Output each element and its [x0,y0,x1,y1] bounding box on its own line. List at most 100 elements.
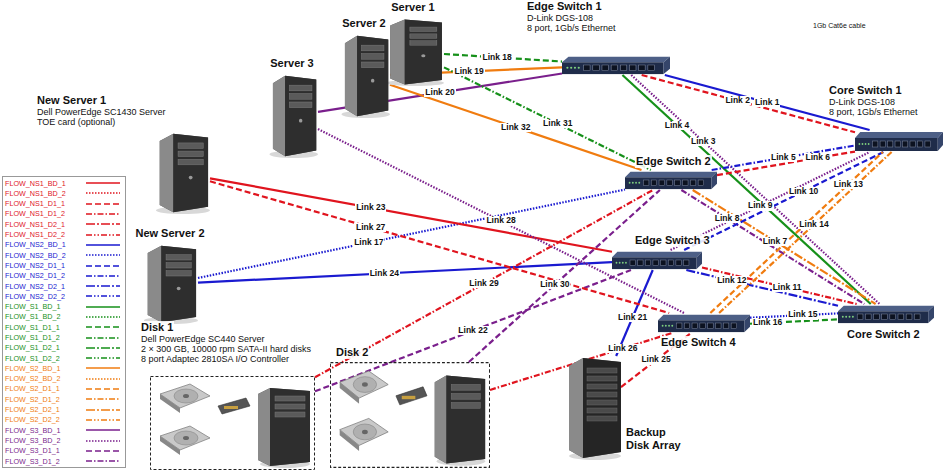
legend-row: FLOW_NS1_D2_2 [3,229,125,239]
device-spec: 2 × 300 GB, 10000 rpm SATA-II hard disks [140,344,312,354]
legend-text: FLOW_S1_BD_2 [3,313,85,320]
legend-sample [85,241,121,249]
link-label: Link 25 [640,355,671,364]
legend-sample [85,200,121,208]
node-caption: Edge Switch 1D-Link DGS-1088 port, 1Gb/s… [526,0,696,33]
server-icon [338,34,390,118]
device-name: Backup Disk Array [625,426,687,451]
legend-box: FLOW_NS1_BD_1FLOW_NS1_BD_2FLOW_NS1_D1_1F… [2,176,126,468]
device-spec: D-Link DGS-108 [526,13,594,23]
link-label: Link 13 [833,180,864,189]
device-name: Edge Switch 3 [634,234,711,247]
node-caption: Server 1 [363,1,463,14]
link-label: Link 26 [607,344,638,353]
network-link [444,67,651,170]
legend-row: FLOW_S1_BD_1 [3,302,125,312]
device-name: Disk 1 [140,321,174,334]
device-node: Disk 1Dell PowerEdge SC440 Server2 × 300… [150,376,315,470]
legend-sample [85,282,121,290]
network-link [686,270,838,306]
link-label: Link 12 [716,276,747,285]
device-node: Server 3 [266,74,318,158]
link-label: Link 24 [369,269,400,278]
legend-sample [85,426,121,434]
legend-text: FLOW_NS2_D2_1 [3,283,85,290]
legend-sample [85,395,121,403]
cable-note: 1Gb Cat6e cable [812,22,867,29]
legend-row: FLOW_NS1_D2_1 [3,219,125,229]
network-link [469,190,660,362]
legend-row: FLOW_S2_D2_2 [3,415,125,425]
device-node: Server 1 [382,18,444,86]
legend-sample [85,262,121,270]
network-link [444,54,562,62]
device-spec: D-Link DGS-108 [828,97,896,107]
network-link [210,178,612,251]
device-name: Core Switch 2 [846,328,921,341]
legend-row: FLOW_S3_D1_1 [3,446,125,456]
legend-row: FLOW_S3_BD_2 [3,435,125,445]
server-icon [152,132,210,214]
legend-text: FLOW_S1_BD_1 [3,303,85,310]
network-link [710,152,883,313]
legend-row: FLOW_NS2_D2_2 [3,291,125,301]
legend-row: FLOW_S1_D2_2 [3,353,125,363]
node-caption: Disk 2 [335,346,435,359]
network-link [693,190,876,304]
link-label: Link 21 [617,313,648,322]
legend-text: FLOW_NS1_D2_2 [3,231,85,238]
network-link [318,129,684,313]
legend-sample [85,251,121,259]
network-link [719,152,892,313]
disk-server-icon [150,376,315,470]
legend-sample [85,313,121,321]
legend-sample [85,231,121,239]
device-node: Edge Switch 1D-Link DGS-1088 port, 1Gb/s… [562,55,670,75]
node-caption: Core Switch 1D-Link DGS-1088 port, 1Gb/s… [828,84,946,117]
disk-server-icon [330,362,490,468]
link-label: Link 28 [485,216,516,225]
legend-text: FLOW_NS1_D2_1 [3,221,85,228]
link-label: Link 32 [500,123,531,132]
device-name: New Server 2 [134,227,205,240]
device-name: Disk 2 [335,346,369,359]
legend-text: FLOW_NS2_D1_1 [3,262,85,269]
device-name: Server 3 [269,57,314,70]
legend-text: FLOW_S2_BD_1 [3,365,85,372]
network-link [681,190,864,304]
link-label: Link 11 [772,283,803,292]
device-node: New Server 1Dell PowerEdge SC1430 Server… [152,132,210,214]
link-label: Link 20 [424,88,455,97]
link-label: Link 19 [453,67,484,76]
legend-text: FLOW_NS2_D2_2 [3,293,85,300]
link-label: Link 27 [355,223,386,232]
network-link [717,152,855,176]
network-link [616,270,653,356]
network-link [390,85,641,170]
link-label: Link 31 [542,119,573,128]
link-label: Link 4 [664,121,691,130]
legend-text: FLOW_S2_BD_2 [3,375,85,382]
device-node: Server 2 [338,34,390,118]
device-name: Core Switch 1 [828,84,903,97]
link-label: Link 2 [724,96,751,105]
disk-array-icon [567,356,621,460]
link-label: Link 23 [355,203,386,212]
legend-sample [85,437,121,445]
legend-text: FLOW_S1_D2_1 [3,344,85,351]
device-name: New Server 1 [36,94,107,107]
node-caption: Server 3 [242,57,342,70]
legend-row: FLOW_NS1_BD_1 [3,178,125,188]
network-link [750,319,838,323]
legend-sample [85,179,121,187]
switch-icon [625,170,717,190]
legend-sample [85,292,121,300]
device-spec: 8 port, 1Gb/s Ethernet [828,107,919,117]
legend-text: FLOW_NS1_D1_2 [3,210,85,217]
legend-sample [85,220,121,228]
node-caption: Edge Switch 4 [660,336,760,349]
legend-sample [85,385,121,393]
legend-sample [85,272,121,280]
legend-row: FLOW_NS1_D1_2 [3,209,125,219]
legend-row: FLOW_S1_BD_2 [3,312,125,322]
